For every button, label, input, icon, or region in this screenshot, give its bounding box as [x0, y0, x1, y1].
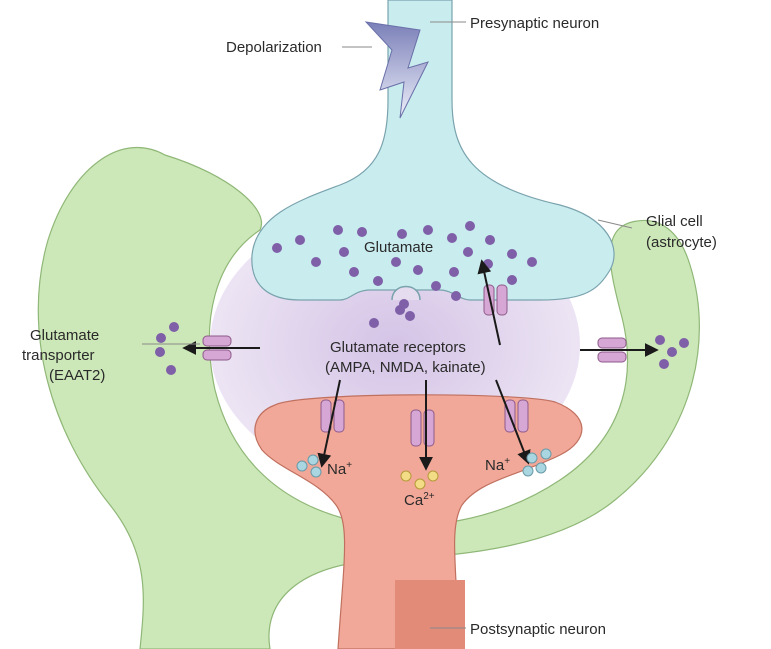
- receptors-label-2: (AMPA, NMDA, kainate): [325, 359, 486, 376]
- postsynaptic-neuron-label: Postsynaptic neuron: [470, 621, 606, 638]
- glutamate-label: Glutamate: [364, 239, 433, 256]
- receptors-label-1: Glutamate receptors: [330, 339, 466, 356]
- transporter-label-3: (EAAT2): [49, 367, 105, 384]
- astrocyte-label: (astrocyte): [646, 234, 717, 251]
- postsynaptic-axon: [395, 580, 465, 649]
- depolarization-label: Depolarization: [226, 39, 322, 56]
- transporter-label-2: transporter: [22, 347, 95, 364]
- presynaptic-neuron-label: Presynaptic neuron: [470, 15, 599, 32]
- transporter-label-1: Glutamate: [30, 327, 99, 344]
- glial-cell-label: Glial cell: [646, 213, 703, 230]
